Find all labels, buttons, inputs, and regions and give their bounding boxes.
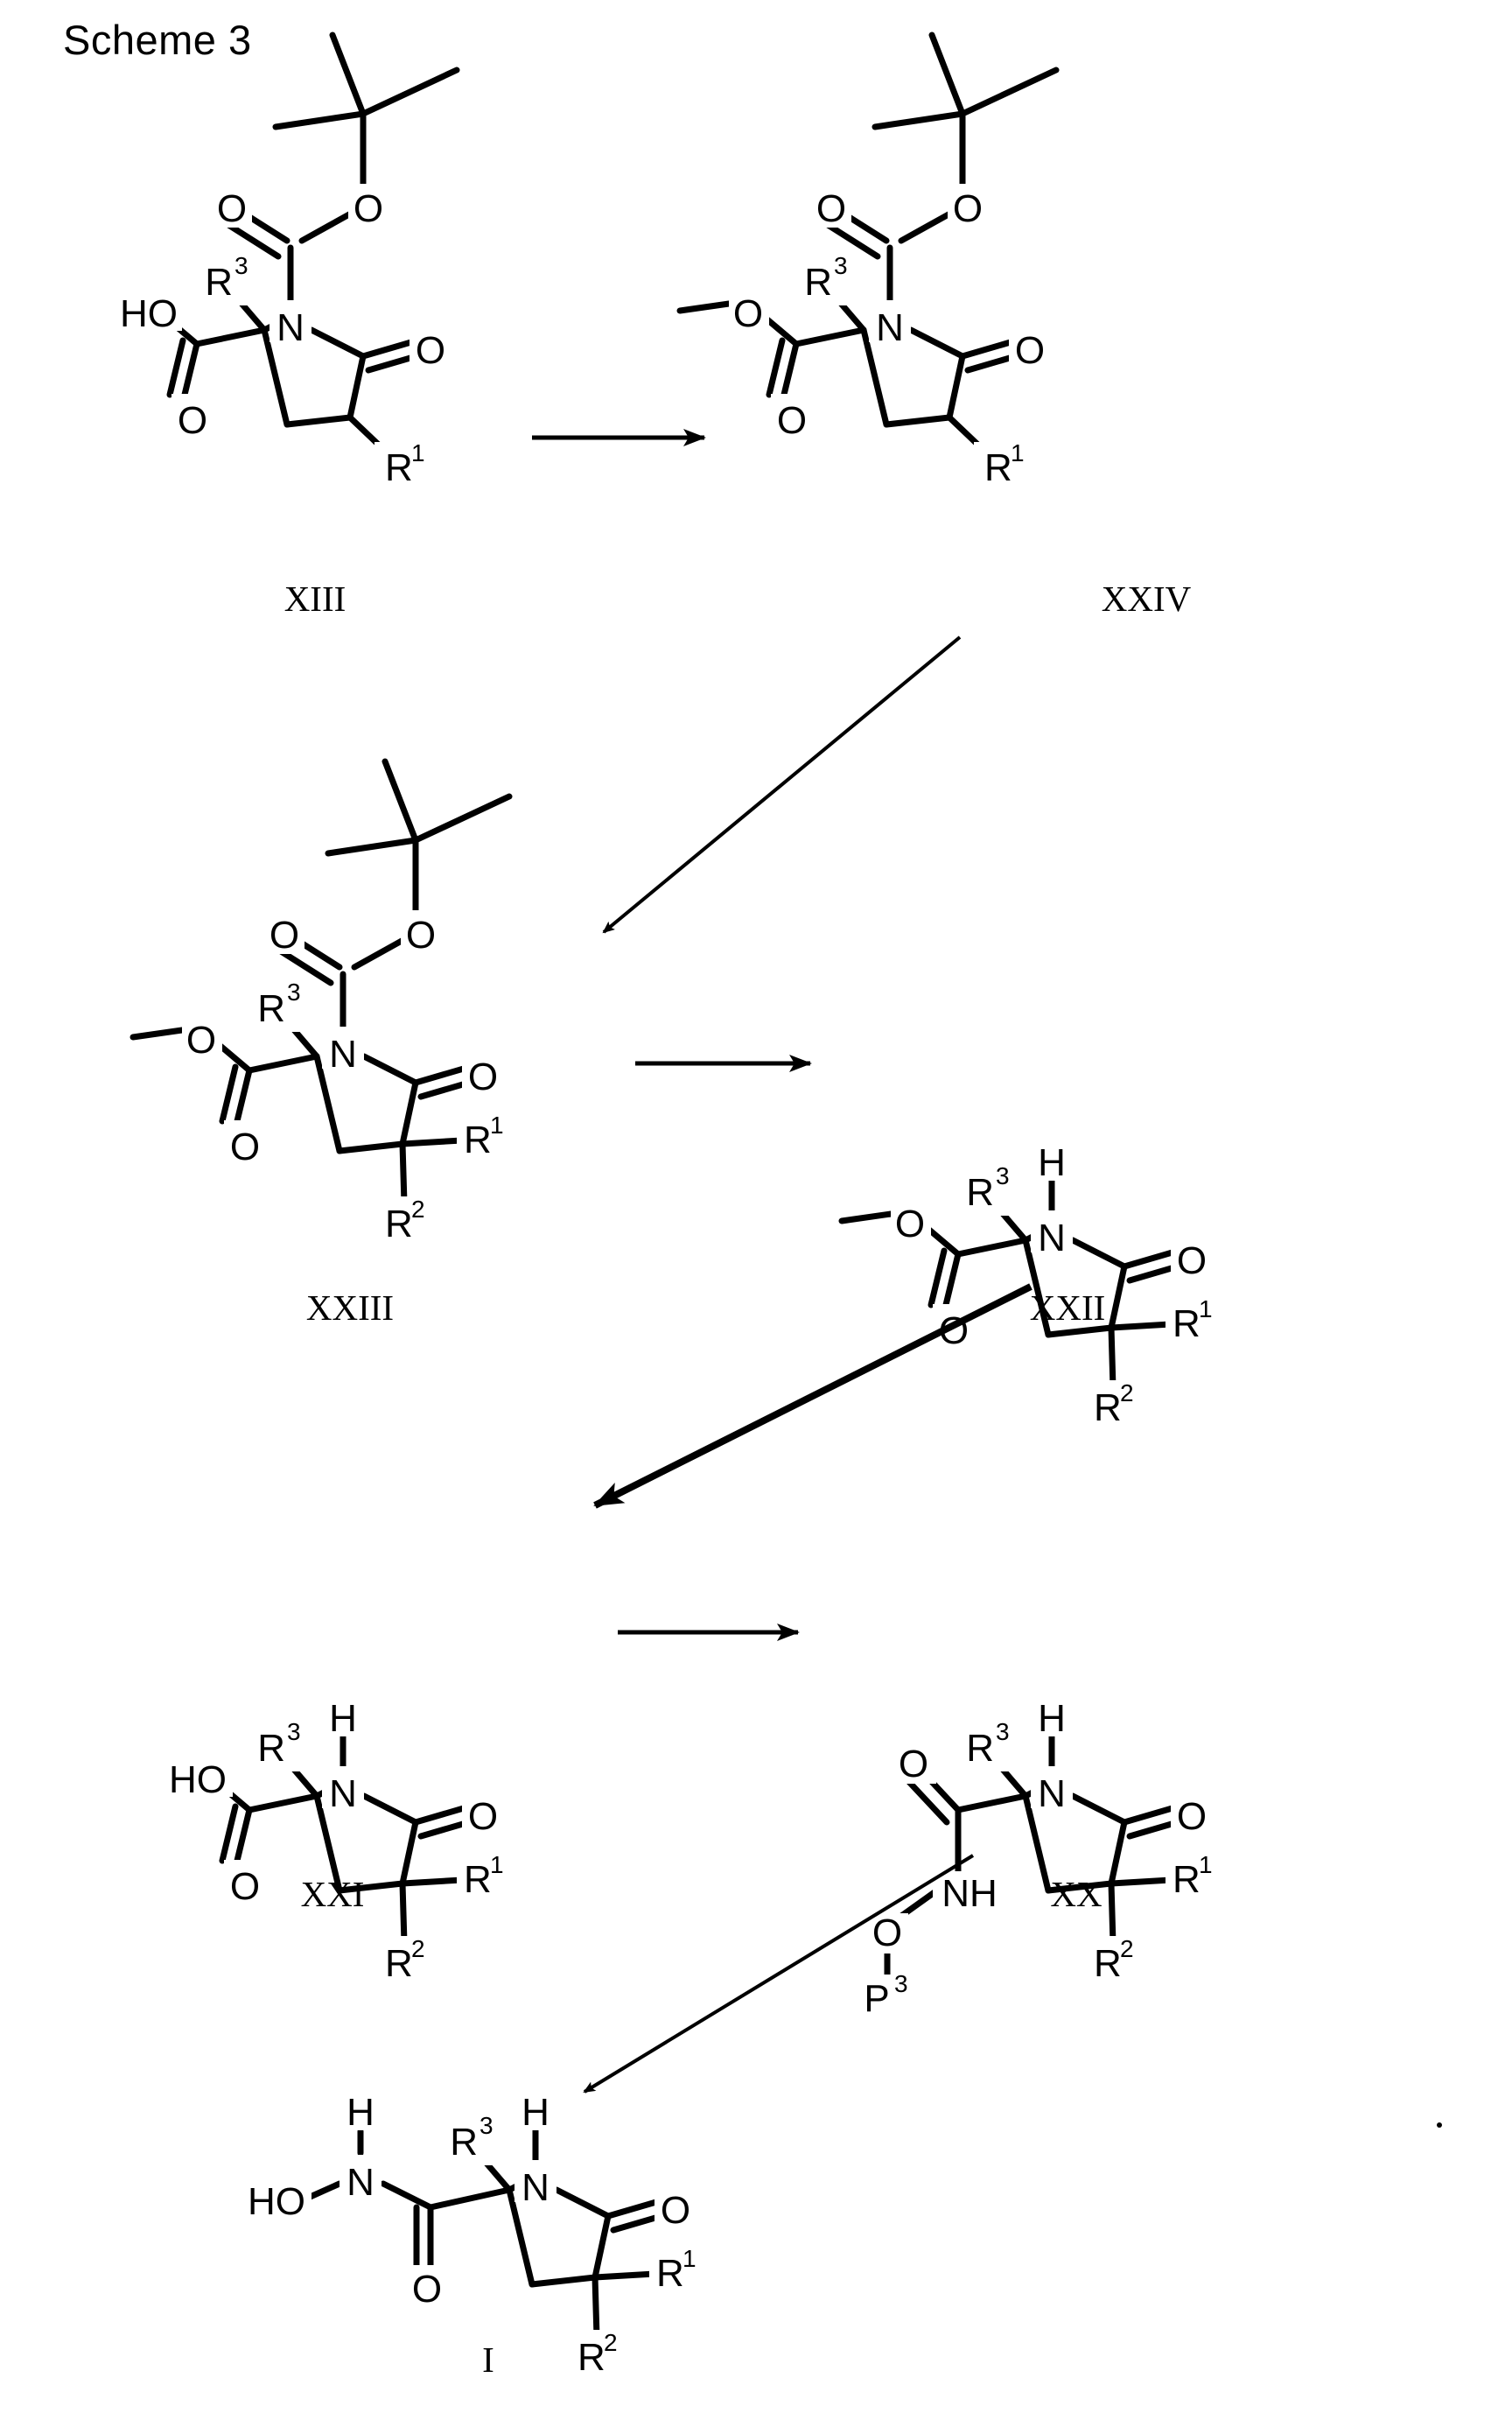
label-r3-superscript: 3 [480,2112,494,2139]
atom-o-lactam: O [661,2189,690,2232]
atom-o-boc-carbonyl: O [270,914,299,957]
compound-label-xxiv: XXIV [1101,579,1192,619]
compound-label-xxii: XXII [1029,1287,1106,1328]
label-r1: R [464,1119,492,1161]
atom-h-hydroxamic: H [346,2091,374,2134]
label-r2-superscript: 2 [411,1935,425,1962]
atom-nh-hydroxamate: NH [942,1872,998,1915]
atom-n-ring: N [1038,1772,1066,1815]
compound-label-xx: XX [1050,1874,1102,1914]
atom-o-lactam: O [1177,1795,1207,1838]
atom-n-ring: N [1038,1217,1066,1259]
atom-o-hydroxamate: O [872,1911,902,1954]
label-r1-superscript: 1 [411,439,425,466]
label-r2-superscript: 2 [1120,1935,1134,1962]
label-r2: R [1094,1386,1122,1429]
atom-o-boc-carbonyl: O [816,187,846,230]
label-r1: R [1172,1858,1200,1901]
label-r2: R [578,2336,606,2379]
structure-xiii: O O N O O HO R 3 R 1 [61,22,472,491]
label-r3: R [450,2121,478,2164]
atom-o-acid-carbonyl: O [230,1865,260,1908]
label-p3: P [864,1977,889,2020]
atom-o-lactam: O [416,329,445,372]
structure-xxii: H N O O O R 3 R 1 R 2 [822,932,1234,1429]
label-r2-superscript: 2 [411,1196,425,1223]
label-r1-superscript: 1 [1199,1295,1213,1322]
atom-o-boc-carbonyl: O [217,187,247,230]
atom-h-nh: H [1038,1141,1066,1184]
structure-xx: H N O O NH O P 3 R 3 R 1 R 2 [822,1488,1234,2020]
label-p3-superscript: 3 [894,1970,908,1997]
atom-n-ring: N [876,306,904,349]
atom-o-boc-ester: O [354,187,383,230]
label-r3: R [257,987,285,1030]
atom-o-amide-carbonyl: O [899,1743,928,1785]
label-r3: R [966,1727,994,1770]
atom-n-hydroxamic: N [346,2161,374,2204]
atom-o-lactam: O [1177,1239,1207,1282]
label-r3: R [966,1171,994,1214]
atom-n-ring: N [329,1033,357,1076]
atom-o-methyl-ester: O [733,292,763,335]
label-r1-superscript: 1 [490,1851,504,1878]
atom-o-ester-carbonyl: O [230,1126,260,1168]
label-r1: R [464,1858,492,1901]
compound-label-xxiii: XXIII [305,1287,395,1328]
structure-xxiv: O O N O O O R 3 R 1 [661,22,1072,491]
label-r3-superscript: 3 [996,1718,1010,1745]
atom-o-lactam: O [1015,329,1045,372]
label-r3: R [205,261,233,304]
label-r2: R [385,1203,413,1245]
label-r2: R [385,1942,413,1985]
atom-n-ring: N [522,2166,550,2209]
atom-n-ring: N [276,306,304,349]
atom-o-ester-carbonyl: O [939,1309,969,1352]
arrow-xxiv-to-xxiii [602,635,962,934]
label-r3-superscript: 3 [834,252,848,279]
label-r3: R [257,1727,285,1770]
atom-h-nh: H [1038,1697,1066,1740]
atom-o-lactam: O [468,1056,498,1098]
atom-o-lactam: O [468,1795,498,1838]
atom-o-acid-carbonyl: O [178,399,207,442]
atom-o-amide-carbonyl: O [412,2268,442,2311]
label-r1: R [1172,1302,1200,1345]
compound-label-xxi: XXI [300,1874,365,1914]
atom-o-methyl-ester: O [186,1019,216,1062]
label-r2: R [1094,1942,1122,1985]
page-dot-mark [1437,2122,1442,2128]
atom-ho-acid: HO [120,292,178,335]
structure-xxi: H N O O HO R 3 R 1 R 2 [114,1488,525,1985]
atom-ho-acid: HO [169,1758,227,1801]
label-r3: R [804,261,832,304]
atom-h-ring-nh: H [522,2091,550,2134]
label-r1-superscript: 1 [1011,439,1025,466]
label-r3-superscript: 3 [287,1718,301,1745]
label-r1: R [984,446,1012,489]
structure-i: H N O O N H HO R 3 R 1 R 2 [201,2004,709,2379]
label-r1-superscript: 1 [1199,1851,1213,1878]
label-r2-superscript: 2 [604,2329,618,2356]
label-r3-superscript: 3 [996,1162,1010,1189]
scheme-title: Scheme 3 [63,17,252,63]
compound-label-i: I [482,2339,494,2380]
atom-o-boc-ester: O [406,914,436,957]
label-r1-superscript: 1 [490,1112,504,1139]
label-r1-superscript: 1 [682,2245,696,2272]
label-r2-superscript: 2 [1120,1379,1134,1406]
structure-xxiii: O O N O O O R 3 R 1 R 2 [114,748,525,1245]
atom-o-ester-carbonyl: O [777,399,807,442]
atom-o-methyl-ester: O [895,1203,925,1245]
label-r3-superscript: 3 [234,252,248,279]
label-r1: R [385,446,413,489]
label-r3-superscript: 3 [287,979,301,1006]
compound-label-xiii: XIII [284,579,346,619]
atom-h-nh: H [329,1697,357,1740]
atom-n-ring: N [329,1772,357,1815]
atom-ho-hydroxamic: HO [248,2180,305,2223]
label-r1: R [656,2252,684,2295]
atom-o-boc-ester: O [953,187,983,230]
